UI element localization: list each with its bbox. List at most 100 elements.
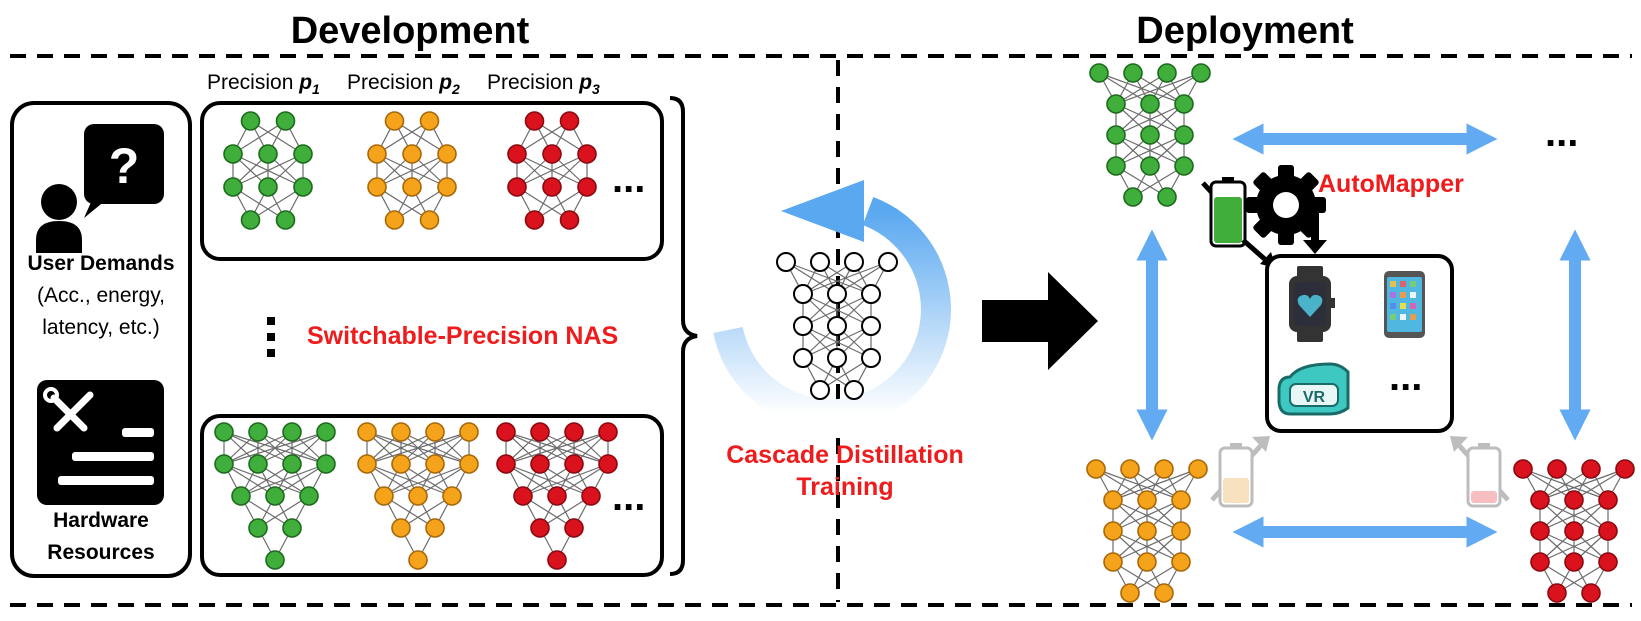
network-precision-3 (507, 111, 597, 230)
neuron-node (316, 422, 336, 442)
neuron-node (1171, 490, 1191, 510)
neuron-node (316, 454, 336, 474)
battery-icon (1201, 177, 1247, 248)
neuron-node (293, 144, 313, 164)
neuron-node (1154, 459, 1174, 479)
neuron-node (1137, 521, 1157, 541)
neuron-node (598, 422, 618, 442)
neuron-node (1137, 552, 1157, 572)
precision-label-1: Precision p1 (207, 71, 320, 97)
neuron-node (214, 422, 234, 442)
user-icon (36, 184, 82, 253)
neuron-node (1103, 490, 1123, 510)
neuron-node (248, 454, 268, 474)
neuron-node (1120, 459, 1140, 479)
neuron-node (1547, 459, 1567, 479)
grouping-brace (669, 96, 698, 576)
neuron-node (530, 518, 550, 538)
neuron-node (530, 454, 550, 474)
neuron-node (1530, 490, 1550, 510)
neuron-node (559, 111, 580, 131)
neuron-node (542, 144, 562, 164)
neuron-node (391, 518, 411, 538)
neuron-node (559, 210, 580, 230)
supernet-box-top (200, 101, 664, 261)
neuron-node (1530, 552, 1550, 572)
neuron-node (810, 380, 830, 400)
neuron-node (374, 486, 394, 506)
deployed-network-green (1089, 63, 1211, 207)
more-devices: ... (1389, 355, 1422, 399)
neuron-node (1547, 583, 1567, 603)
deployed-network-orange (1086, 459, 1208, 603)
network-precision-2 (367, 111, 457, 230)
neuron-node (258, 177, 278, 197)
neuron-node (357, 454, 377, 474)
tools-icon (37, 380, 164, 505)
neuron-node (496, 454, 516, 474)
neuron-node (1120, 583, 1140, 603)
question-bubble-icon: ? (84, 124, 164, 218)
neuron-node (293, 177, 313, 197)
neuron-node (496, 422, 516, 442)
neuron-node (793, 316, 813, 336)
neuron-node (844, 252, 864, 272)
neuron-node (1140, 94, 1160, 114)
neuron-node (507, 144, 527, 164)
neuron-node (827, 284, 847, 304)
neuron-node (248, 518, 268, 538)
neuron-node (1123, 63, 1143, 83)
devices-panel: VR ... (1265, 254, 1454, 433)
neuron-node (357, 422, 377, 442)
neuron-node (1564, 490, 1584, 510)
hardware-line1: Hardware (53, 509, 149, 532)
vertical-ellipsis (267, 317, 275, 357)
phone-icon (1384, 271, 1425, 338)
battery-icon (1210, 436, 1270, 508)
neuron-node (1123, 187, 1143, 207)
neuron-node (391, 422, 411, 442)
neuron-node (425, 518, 445, 538)
development-heading: Development (291, 10, 530, 52)
neuron-node (793, 284, 813, 304)
neuron-node (1086, 459, 1106, 479)
automapper-label: AutoMapper (1318, 170, 1464, 198)
subnet-precision-2 (357, 422, 479, 570)
neuron-node (425, 454, 445, 474)
neuron-node (1103, 521, 1123, 541)
neuron-node (1598, 521, 1618, 541)
neuron-node (282, 422, 302, 442)
svg-text:?: ? (109, 138, 140, 194)
network-precision-1 (223, 111, 313, 230)
neuron-node (861, 348, 881, 368)
deployed-network-red (1513, 459, 1635, 603)
cascade-cycle-arrow (713, 180, 951, 430)
neuron-node (507, 177, 527, 197)
neuron-node (878, 252, 898, 272)
smartwatch-icon (1289, 266, 1335, 342)
neuron-node (367, 144, 387, 164)
neuron-node (827, 348, 847, 368)
battery-icon (1450, 436, 1510, 508)
neuron-node (1171, 521, 1191, 541)
neuron-node (1188, 459, 1208, 479)
neuron-node (384, 210, 405, 230)
neuron-node (827, 316, 847, 336)
neuron-node (282, 518, 302, 538)
neuron-node (1157, 187, 1177, 207)
neuron-node (419, 111, 440, 131)
neuron-node (598, 454, 618, 474)
neuron-node (1615, 459, 1635, 479)
neuron-node (581, 486, 601, 506)
vr-headset-icon: VR (1277, 362, 1350, 416)
switchable-precision-nas-label: Switchable-Precision NAS (307, 322, 618, 350)
neuron-node (265, 486, 285, 506)
neuron-node (1140, 156, 1160, 176)
user-demands-line2: latency, etc.) (42, 316, 160, 339)
neuron-node (1581, 459, 1601, 479)
more-networks: ... (1545, 111, 1578, 155)
gear-to-devices-arrow (1303, 203, 1327, 254)
neuron-node (1106, 156, 1126, 176)
neuron-node (408, 550, 428, 570)
